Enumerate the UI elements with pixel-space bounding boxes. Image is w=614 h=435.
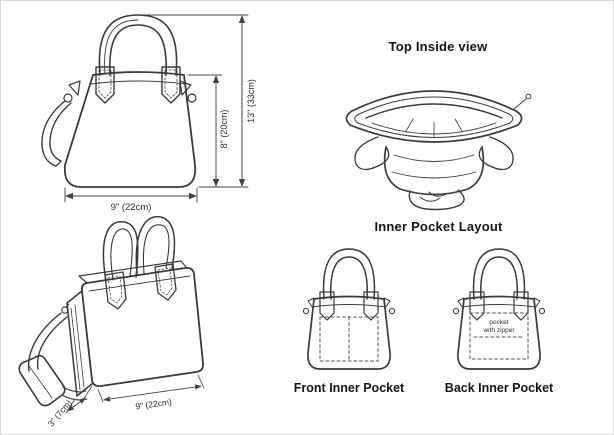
top-inside-view-title: Top Inside view bbox=[388, 39, 488, 54]
zipper-pocket-note-line1: pocket bbox=[489, 319, 508, 326]
back-inner-pocket-outline bbox=[469, 312, 529, 360]
body-height-dimension-label: 8" (20cm) bbox=[219, 110, 229, 149]
bag-body bbox=[457, 295, 541, 370]
dimension-total-height bbox=[141, 14, 249, 187]
side-strap-rings bbox=[302, 297, 396, 315]
perspective-view-drawing: 3" (7cm) 9" (22cm) bbox=[18, 215, 205, 429]
front-width-dimension-label: 9" (22cm) bbox=[111, 202, 152, 213]
bag-opening bbox=[345, 90, 523, 143]
zipper-pocket-note-line2: with zipper bbox=[482, 327, 515, 334]
shoulder-strap bbox=[41, 100, 72, 167]
back-inner-pocket-section: pocket with zipper bbox=[434, 241, 564, 376]
front-view-section: 9" (22cm) 8" (20cm) 13" (33cm) bbox=[16, 3, 286, 217]
bag-handles bbox=[102, 215, 176, 282]
front-inner-pocket-outline bbox=[319, 316, 379, 362]
zipper-pull bbox=[513, 93, 532, 110]
handle-tabs bbox=[95, 66, 181, 104]
shoulder-strap bbox=[18, 303, 88, 407]
bag-handles bbox=[322, 248, 376, 300]
front-inner-pocket-label: Front Inner Pocket bbox=[293, 381, 405, 395]
back-pocket-bag-drawing: pocket with zipper bbox=[452, 248, 546, 370]
side-strap-rings bbox=[452, 297, 546, 315]
depth-dimension-label: 3" (7cm) bbox=[46, 398, 74, 429]
bag-handles bbox=[98, 14, 178, 76]
bag-front-panel bbox=[383, 146, 485, 196]
perspective-view-section: 3" (7cm) 9" (22cm) bbox=[9, 211, 244, 431]
back-inner-pocket-label: Back Inner Pocket bbox=[444, 381, 554, 395]
strap-bundle bbox=[408, 189, 465, 211]
handle-tabs bbox=[104, 263, 177, 310]
bag-body bbox=[307, 295, 391, 370]
bag-handles bbox=[472, 248, 526, 300]
perspective-width-dimension-label: 9" (22cm) bbox=[135, 397, 173, 412]
total-height-dimension-label: 13" (33cm) bbox=[246, 79, 256, 123]
top-inside-view-drawing bbox=[345, 90, 532, 211]
front-pocket-bag-drawing bbox=[302, 248, 396, 370]
dimension-width bbox=[64, 187, 198, 203]
dimension-width bbox=[97, 374, 205, 403]
bag-body bbox=[63, 71, 197, 188]
dimension-depth bbox=[65, 385, 93, 414]
handle-tabs bbox=[319, 291, 379, 321]
inner-pocket-layout-title: Inner Pocket Layout bbox=[374, 219, 503, 234]
top-inside-view-section bbox=[336, 61, 536, 211]
side-strap-rings bbox=[63, 80, 197, 103]
front-view-drawing: 9" (22cm) 8" (20cm) 13" (33cm) bbox=[41, 14, 256, 213]
collapsed-handles bbox=[354, 136, 514, 171]
bag-body bbox=[66, 260, 205, 397]
handle-tabs bbox=[469, 291, 529, 321]
front-inner-pocket-section bbox=[284, 241, 414, 376]
dimension-body-height bbox=[187, 74, 249, 188]
